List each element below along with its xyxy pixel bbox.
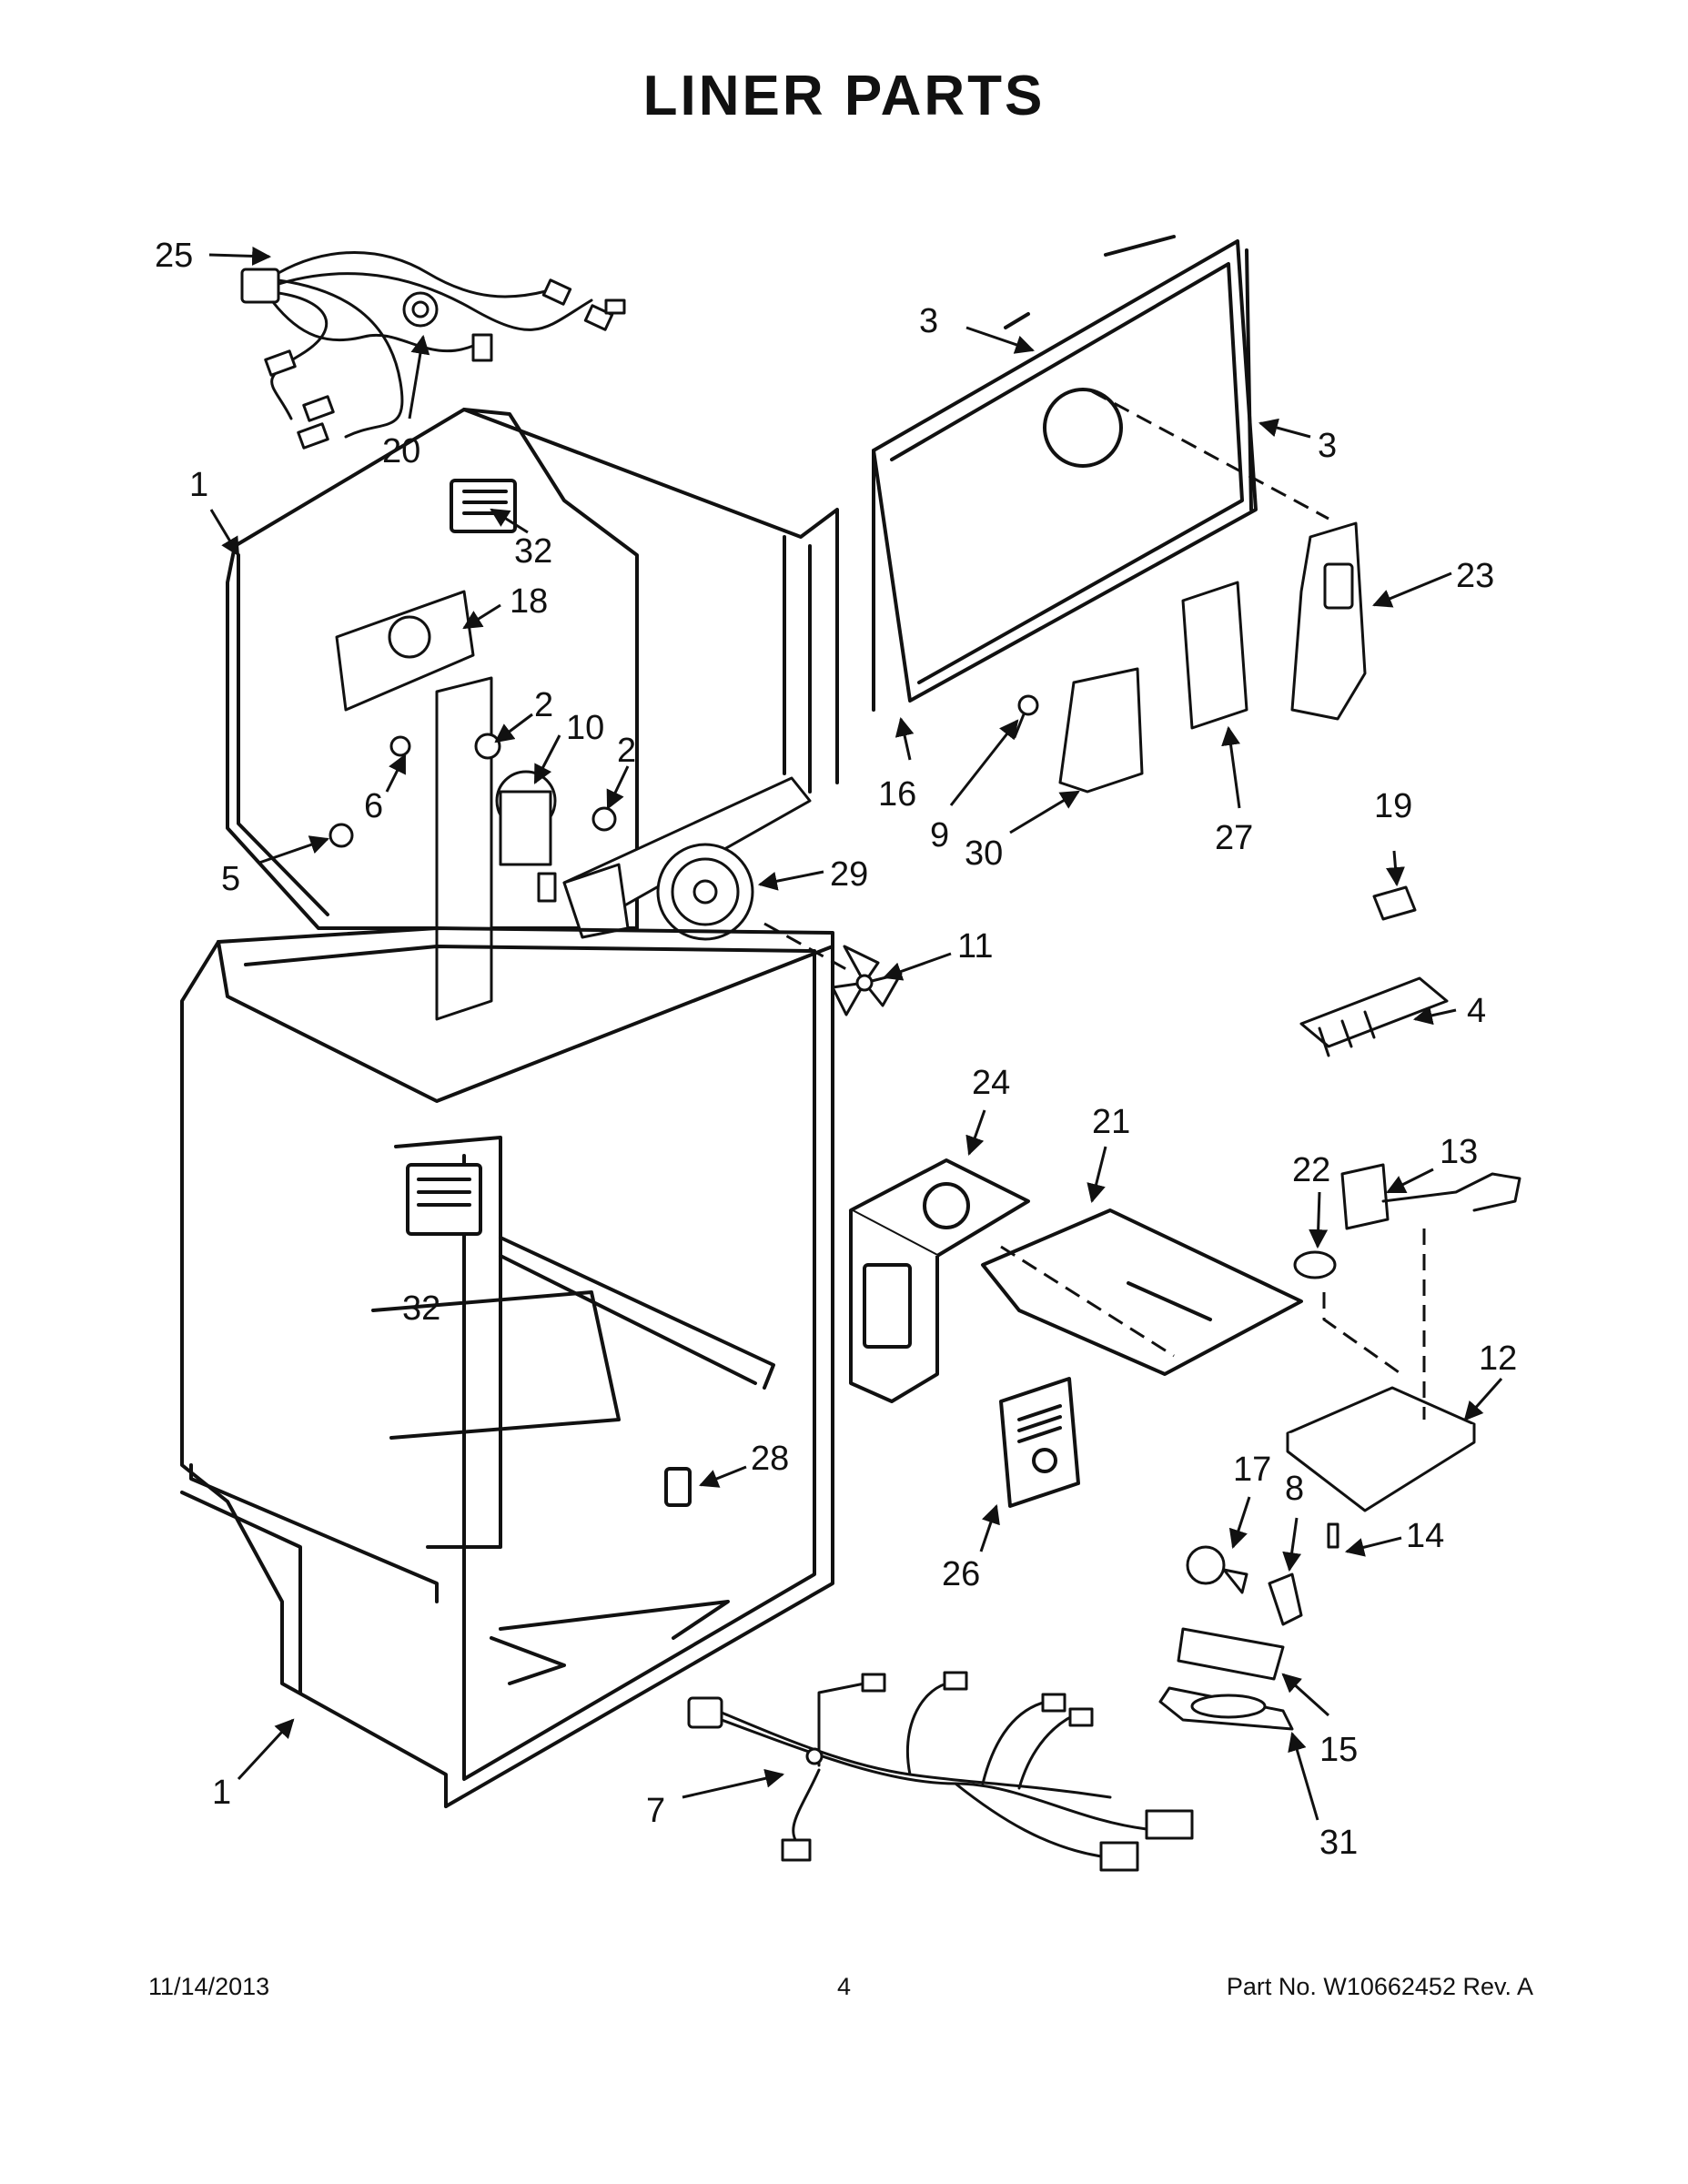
callout-25: 25 (155, 237, 193, 275)
air-duct-parts (1013, 521, 1367, 794)
lower-duct-assembly (849, 1158, 1303, 1508)
callout-10: 10 (566, 709, 604, 747)
callout-4: 4 (1467, 992, 1486, 1030)
callout-24: 24 (972, 1064, 1010, 1102)
callout-29: 29 (830, 855, 868, 894)
callout-31: 31 (1319, 1824, 1358, 1862)
callout-2: 2 (617, 732, 636, 770)
callout-8: 8 (1285, 1470, 1304, 1508)
fan-shroud (562, 776, 812, 941)
damper-and-motor (329, 590, 617, 1021)
wire-harness-upper (240, 251, 626, 450)
callout-7: 7 (646, 1792, 665, 1830)
callout-3: 3 (1318, 427, 1337, 465)
callout-11: 11 (957, 927, 993, 966)
callout-30: 30 (965, 834, 1003, 873)
callout-19: 19 (1374, 787, 1412, 825)
callout-17: 17 (1233, 1451, 1271, 1489)
light-switch-and-control-board (1299, 885, 1449, 1057)
callout-15: 15 (1319, 1731, 1358, 1769)
callout-21: 21 (1092, 1103, 1130, 1141)
footer-part-number: Part No. W10662452 Rev. A (1226, 1973, 1533, 2000)
callout-13: 13 (1440, 1133, 1478, 1171)
callout-9: 9 (930, 816, 949, 854)
refrigerator-liner (180, 926, 834, 1808)
callout-28: 28 (751, 1440, 789, 1478)
callout-14: 14 (1406, 1517, 1444, 1555)
callout-32: 32 (402, 1289, 440, 1328)
callout-26: 26 (942, 1555, 980, 1593)
callout-1: 1 (189, 466, 208, 504)
callout-16: 16 (878, 775, 916, 814)
page-title: LINER PARTS (642, 65, 1046, 127)
callout-1: 1 (212, 1774, 231, 1812)
callout-32: 32 (514, 532, 552, 571)
footer-page-number: 4 (836, 1973, 852, 2000)
wire-harness-lower (687, 1671, 1194, 1872)
callout-leaders (208, 246, 1503, 1821)
callout-23: 23 (1456, 557, 1494, 595)
callout-22: 22 (1292, 1151, 1330, 1189)
callout-2: 2 (534, 686, 553, 724)
callout-20: 20 (382, 432, 420, 470)
callout-18: 18 (510, 582, 548, 621)
callout-27: 27 (1215, 819, 1253, 857)
callout-5: 5 (221, 860, 240, 898)
evaporator-cover (872, 235, 1329, 712)
thermostat-housing (1286, 1163, 1521, 1549)
callout-6: 6 (364, 787, 383, 825)
callout-3: 3 (919, 302, 938, 340)
callout-12: 12 (1479, 1340, 1517, 1378)
footer-date: 11/14/2013 (148, 1973, 270, 2000)
lamp-and-covers (1158, 1545, 1303, 1731)
callout-numbers: 25 20 1 32 18 2 10 2 6 5 29 11 3 3 23 16… (155, 237, 1517, 1862)
